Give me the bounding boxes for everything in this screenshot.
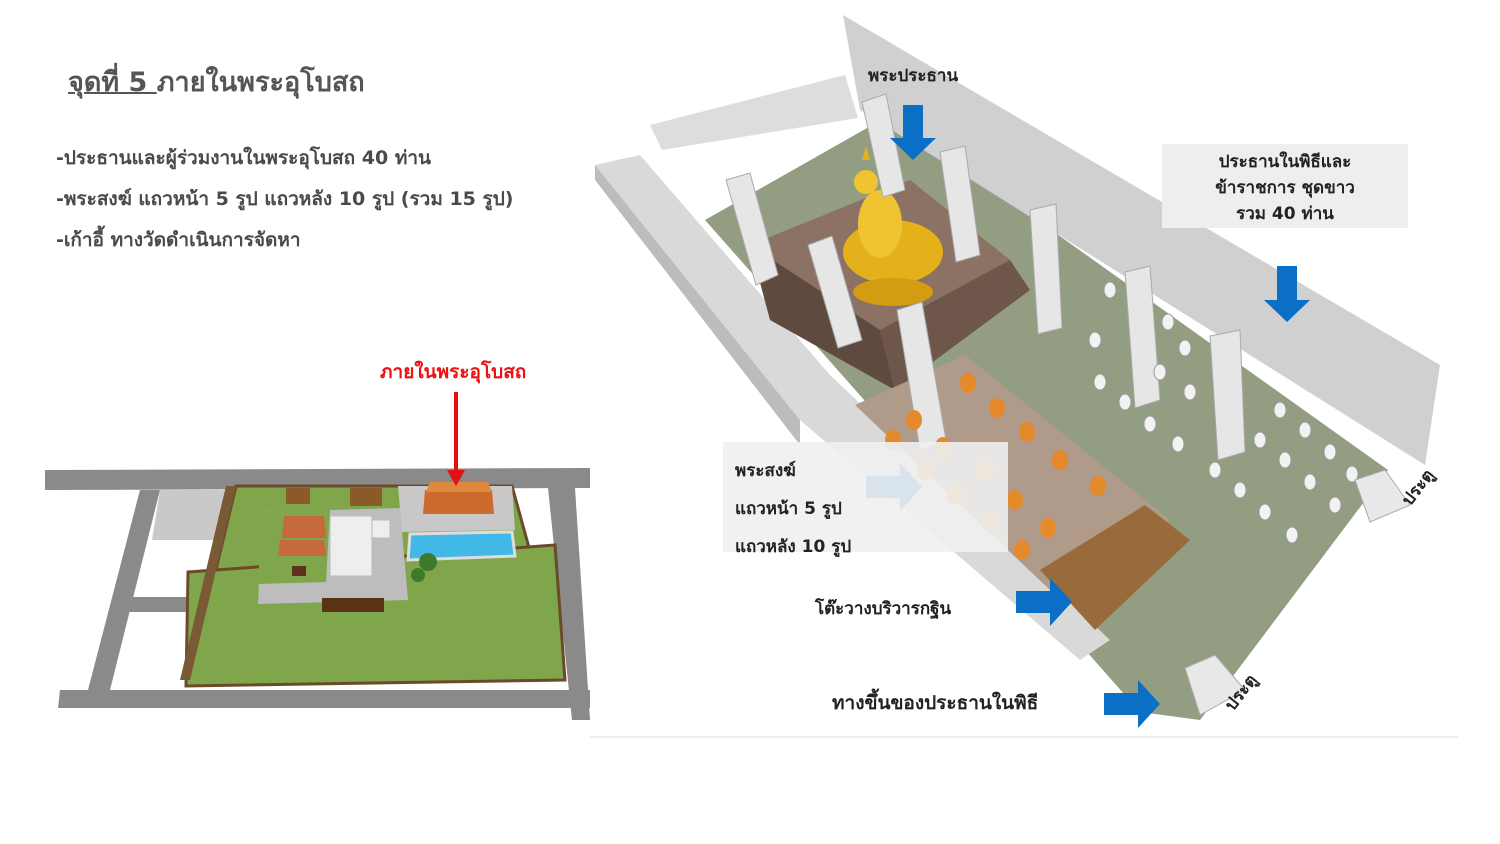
bullet-participants: -ประธานและผู้ร่วมงานในพระอุโบสถ 40 ท่าน [56,147,431,169]
door-upper [1354,469,1411,523]
title-location: ภายในพระอุโบสถ [156,67,365,98]
officials-label-line-2: ข้าราชการ ชุดขาว [1215,178,1355,198]
buddha-statue [843,146,943,306]
pillar-5 [1029,203,1063,335]
ubosot-roof [423,490,494,514]
sala-small [292,566,306,576]
officials-label-line-1: ประธานในพิธีและ [1218,152,1352,172]
pillar-2 [861,93,906,198]
arrow-entrance [1104,680,1160,728]
kathin-table-label: โต๊ะวางบริวารกฐิน [815,599,952,619]
monks-label-box [723,442,1008,552]
road-branch [116,597,190,612]
monks-label-line-3: แถวหลัง 10 รูป [735,537,852,557]
officials-label-line-3: รวม 40 ท่าน [1236,204,1334,224]
bullet-monks: -พระสงฆ์ แถวหน้า 5 รูป แถวหลัง 10 รูป (ร… [56,188,514,210]
front-wall-edge [595,165,800,445]
kathin-table-top [1040,505,1190,630]
title-point-number: จุดที่ 5 [68,67,157,98]
arrow-buddha [890,105,936,160]
pillar-4 [807,235,863,349]
monks-label: พระสงฆ์ แถวหน้า 5 รูป แถวหลัง 10 รูป [735,452,851,566]
road-right [548,488,590,720]
pillar-1 [725,172,779,286]
arrow-officials [1264,266,1310,322]
officials-seated [1088,281,1359,544]
tent-area [329,515,373,577]
ubosot-roof-top [426,482,492,492]
parking-area [152,490,236,540]
interior-view [590,15,1458,738]
door-lower [1184,654,1246,716]
pillar-8 [1209,329,1246,461]
arrow-table [1016,578,1072,626]
officials-label-box [1162,144,1408,228]
pond [406,530,517,562]
left-back-wall [650,75,858,150]
hut-1 [286,488,310,504]
altar-side [750,245,895,390]
pillar-3 [939,145,981,263]
page-title: จุดที่ 5 ภายในพระอุโบสถ [68,60,365,103]
chair-entrance-label: ทางขึ้นของประธานในพิธี [832,692,1039,714]
seating-block [322,598,384,612]
monks-label-line-1: พระสงฆ์ [735,461,796,481]
site-ubosot-label: ภายในพระอุโบสถ [380,361,527,383]
officials-label: ประธานในพิธีและ ข้าราชการ ชุดขาว รวม 40 … [1162,149,1408,227]
back-wall [843,15,1440,465]
pillar-7 [1124,265,1161,409]
monks-label-line-2: แถวหน้า 5 รูป [735,499,842,519]
hall-2 [278,540,326,556]
bullet-chairs: -เก้าอี้ ทางวัดดำเนินการจัดหา [56,229,301,251]
road-left [88,490,160,690]
presiding-buddha-label: พระประธาน [868,66,959,86]
red-arrow-head [447,470,465,486]
tree-1 [419,553,437,571]
tree-2 [411,568,425,582]
wall-left [180,486,236,680]
road-bottom [58,690,590,708]
hut-2 [350,488,382,506]
site-map [45,392,590,720]
hall-1 [282,516,326,538]
tent-small [371,519,391,539]
